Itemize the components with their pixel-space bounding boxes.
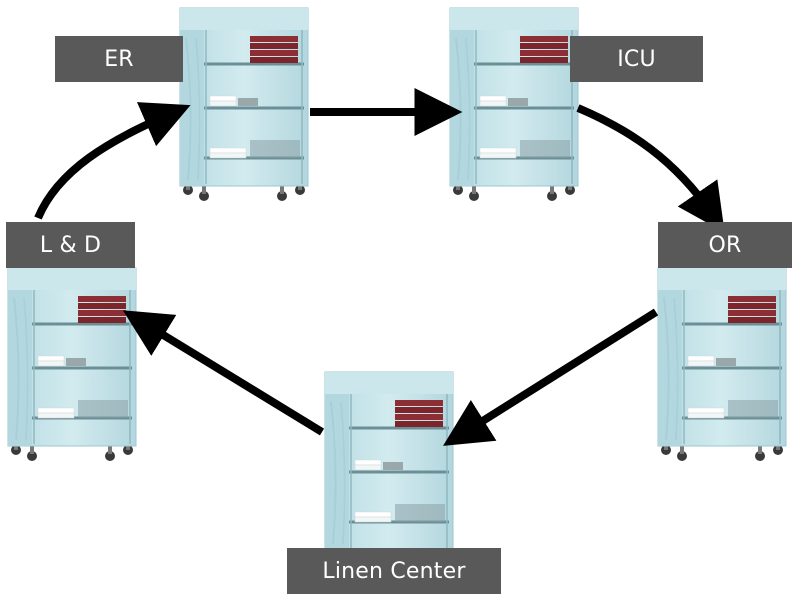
arrow-or-to-linen bbox=[443, 308, 659, 446]
arrow-icu-to-or bbox=[576, 104, 725, 233]
linen-cart-icon bbox=[656, 266, 788, 463]
node-label-icu: ICU bbox=[570, 36, 703, 82]
linen-cart-icon bbox=[448, 6, 580, 203]
node-label-or: OR bbox=[658, 222, 792, 268]
linen-cart-icon bbox=[6, 266, 138, 463]
node-label-l-and-d: L & D bbox=[6, 222, 135, 268]
node-label-linen-center: Linen Center bbox=[287, 548, 501, 594]
arrow-linen-to-ld bbox=[122, 310, 325, 436]
linen-cart-icon bbox=[323, 370, 455, 567]
linen-cart-icon bbox=[178, 6, 310, 203]
arrow-ld-to-er bbox=[34, 102, 191, 220]
node-label-er: ER bbox=[55, 36, 183, 82]
